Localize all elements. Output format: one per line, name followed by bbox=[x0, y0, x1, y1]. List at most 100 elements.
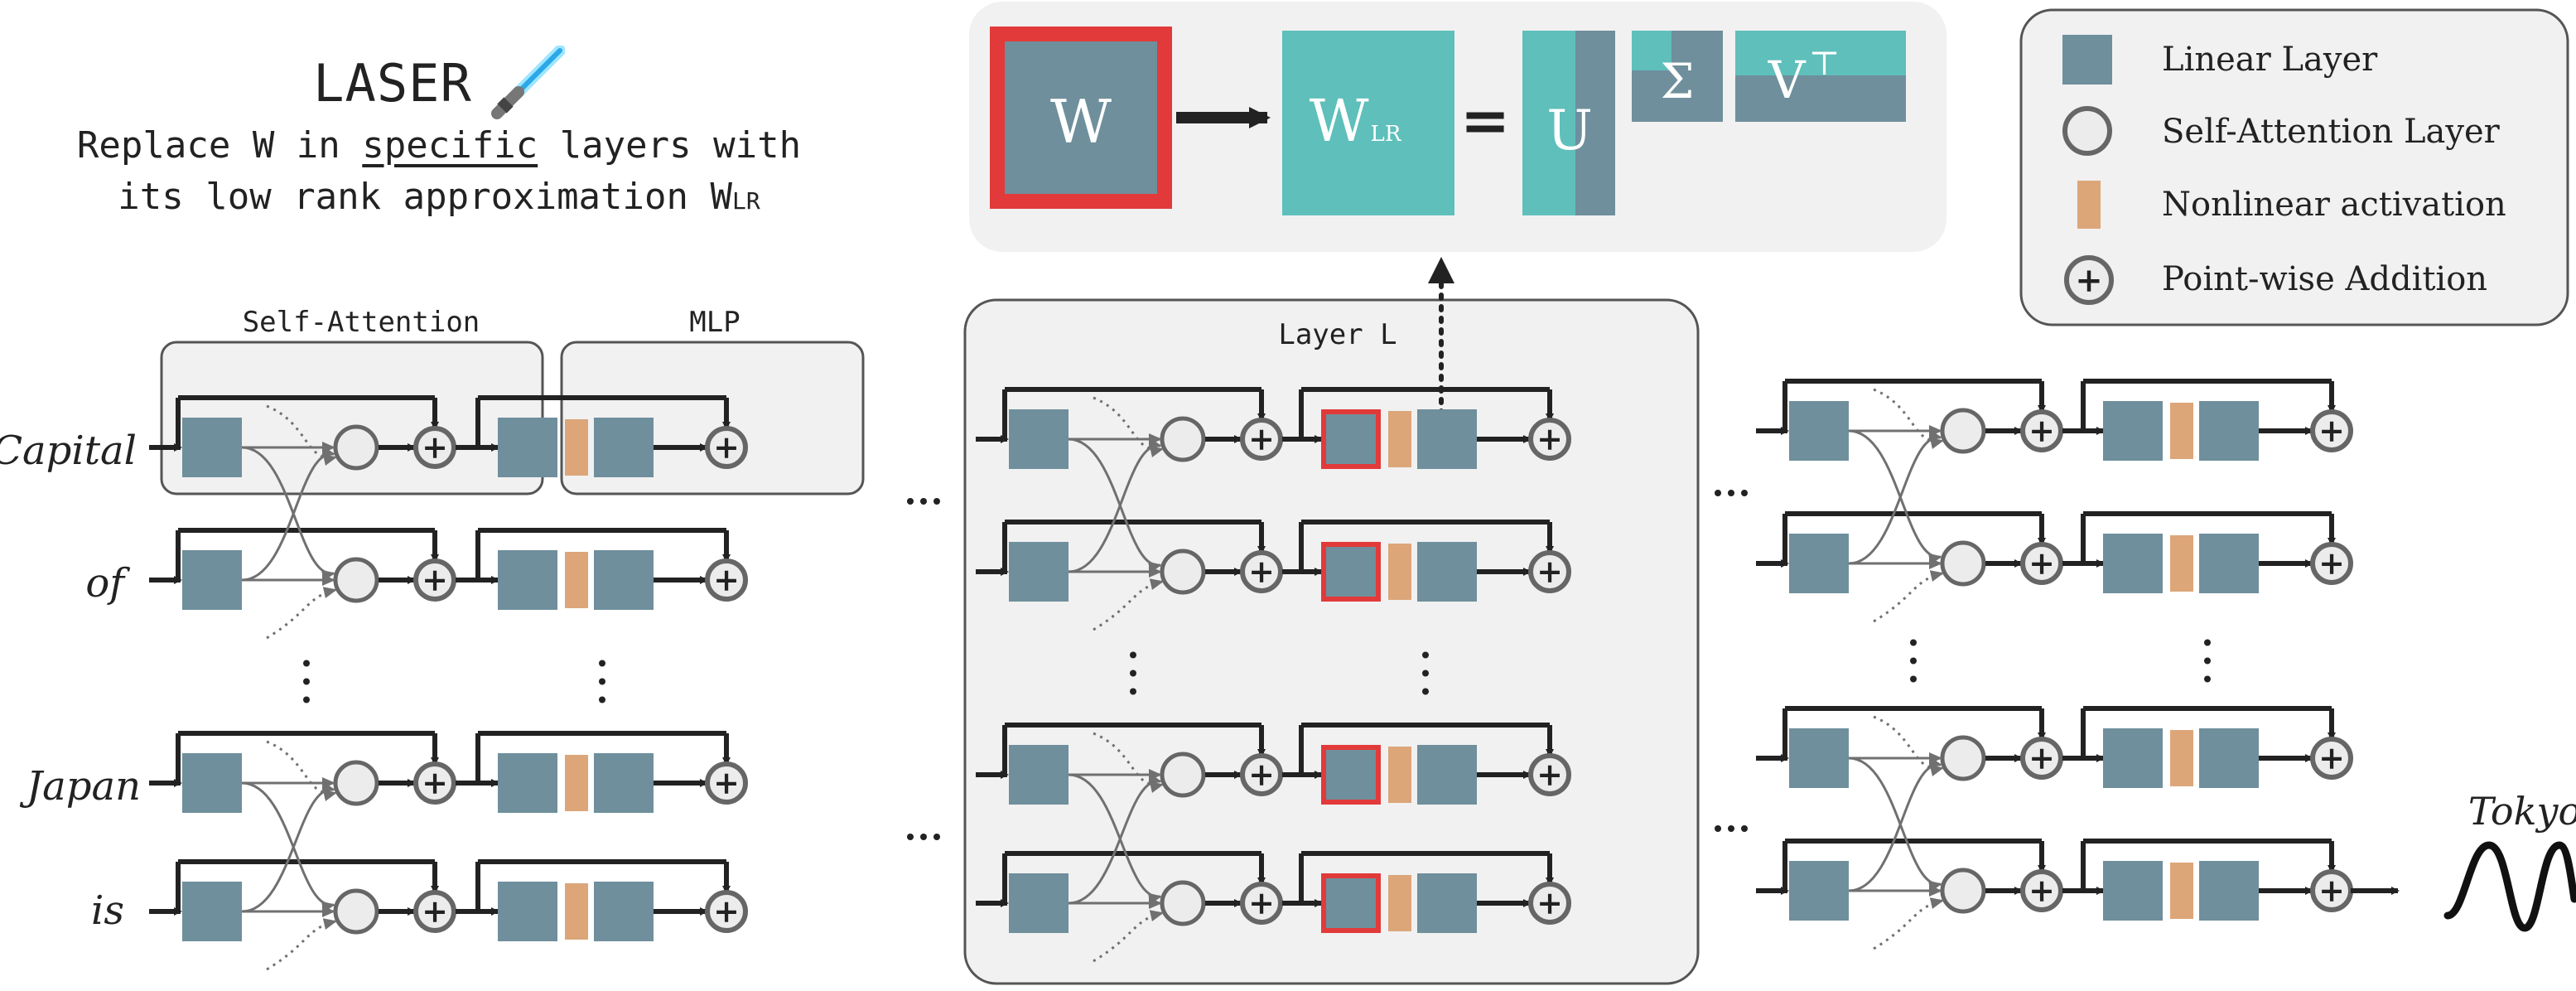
wlr-matrix bbox=[1282, 31, 1454, 215]
pointwise-addition-plus: + bbox=[713, 428, 740, 466]
dotted-arrow-head bbox=[1428, 257, 1454, 283]
linear-layer bbox=[1326, 878, 1376, 928]
linear-layer bbox=[2199, 728, 2259, 788]
horizontal-ellipsis-dot bbox=[1715, 825, 1721, 832]
linear-layer bbox=[1326, 547, 1376, 597]
title-block: LASER Replace W in specific layers with … bbox=[17, 46, 861, 227]
linear-layer bbox=[1009, 542, 1069, 602]
attention-residual-add bbox=[413, 890, 456, 933]
attention-connection bbox=[1848, 429, 1942, 565]
self-attention-node bbox=[1940, 735, 1986, 781]
description-text: Replace W in bbox=[76, 124, 363, 167]
vt-label: V⊤ bbox=[1768, 45, 1840, 110]
attention-residual-add bbox=[413, 426, 456, 469]
description-line-2: its low rank approximation WLR bbox=[17, 172, 861, 227]
pointwise-addition-plus: + bbox=[2028, 872, 2055, 909]
layer-l-label: Layer L bbox=[1278, 318, 1397, 351]
pointwise-addition-plus: + bbox=[713, 561, 740, 598]
description-text: its low rank approximation W bbox=[118, 176, 732, 218]
nonlinear-activation bbox=[2170, 535, 2193, 592]
vt-matrix-top bbox=[1735, 31, 1906, 75]
vertical-ellipsis-dot bbox=[1422, 670, 1429, 677]
attention-residual-add bbox=[2020, 409, 2063, 452]
horizontal-ellipsis-dot bbox=[1715, 490, 1721, 496]
linear-layer bbox=[594, 550, 654, 610]
pointwise-addition-icon bbox=[2064, 255, 2114, 305]
pointwise-addition-plus: + bbox=[2318, 544, 2345, 582]
pointwise-addition-plus: + bbox=[2028, 544, 2055, 582]
vertical-ellipsis-dot bbox=[2204, 639, 2211, 646]
mlp-residual-add bbox=[1528, 550, 1571, 593]
linear-layer bbox=[594, 882, 654, 941]
sigma-label: Σ bbox=[1660, 53, 1694, 109]
pointwise-addition-plus: + bbox=[2028, 739, 2055, 776]
w-matrix bbox=[1005, 41, 1157, 194]
linear-layer bbox=[1326, 750, 1376, 800]
nonlinear-activation bbox=[1388, 747, 1411, 803]
mlp-residual-add bbox=[705, 761, 748, 805]
nonlinear-activation bbox=[1388, 544, 1411, 600]
self-attention-node bbox=[333, 760, 379, 806]
mlp-residual-add bbox=[705, 558, 748, 602]
linear-layer bbox=[594, 753, 654, 813]
self-attention-node bbox=[1940, 408, 1986, 454]
self-attention-node bbox=[1160, 549, 1206, 595]
nonlinear-activation bbox=[2170, 403, 2193, 459]
attention-residual-add bbox=[2020, 737, 2063, 780]
linear-layer bbox=[498, 882, 557, 941]
nonlinear-activation bbox=[2170, 863, 2193, 919]
u-matrix-label: U bbox=[1546, 99, 1593, 162]
linear-layer bbox=[1417, 873, 1477, 933]
vertical-ellipsis-dot bbox=[1910, 657, 1917, 665]
linear-layer bbox=[182, 550, 242, 610]
legend-label-addition: Point-wise Addition bbox=[2162, 260, 2487, 298]
vertical-ellipsis-dot bbox=[303, 678, 310, 685]
nonlinear-activation bbox=[565, 883, 588, 940]
linear-layer bbox=[182, 418, 242, 477]
vertical-ellipsis-dot bbox=[1910, 675, 1917, 683]
attention-residual-add bbox=[1240, 882, 1283, 925]
pointwise-addition-plus: + bbox=[2318, 412, 2345, 449]
description-text: layers with bbox=[538, 124, 802, 167]
vertical-ellipsis-dot bbox=[1130, 688, 1136, 695]
attention-connection bbox=[241, 781, 335, 913]
vertical-ellipsis-dot bbox=[599, 660, 605, 667]
horizontal-ellipsis-dot bbox=[933, 834, 940, 840]
laser-title: LASER bbox=[313, 52, 472, 114]
nonlinear-activation-icon bbox=[2077, 181, 2101, 229]
transformer-network: ++++++++++++++++++++++++ bbox=[149, 379, 2400, 971]
pointwise-addition-plus: + bbox=[1248, 756, 1275, 793]
self-attention-node bbox=[1160, 416, 1206, 462]
linear-layer bbox=[2103, 401, 2163, 461]
vertical-ellipsis-dot bbox=[303, 660, 310, 667]
attention-residual-add bbox=[1240, 550, 1283, 593]
linear-layer bbox=[2199, 861, 2259, 921]
vertical-ellipsis-dot bbox=[599, 696, 605, 703]
linear-layer bbox=[1417, 409, 1477, 469]
linear-layer bbox=[182, 753, 242, 813]
vertical-ellipsis-dot bbox=[2204, 657, 2211, 665]
equals-sign: = bbox=[1460, 85, 1510, 155]
pointwise-addition-plus: + bbox=[1248, 420, 1275, 457]
mlp-residual-add bbox=[1528, 753, 1571, 796]
vertical-ellipsis-dot bbox=[1910, 639, 1917, 646]
pointwise-addition-plus: + bbox=[1536, 420, 1563, 457]
svd-decomposition-panel: W WLR = U Σ V⊤ bbox=[969, 2, 1946, 252]
legend: Linear Layer Self-Attention Layer Nonlin… bbox=[2019, 8, 2569, 326]
linear-layer bbox=[498, 418, 557, 477]
layer-l-panel bbox=[963, 298, 1700, 985]
linear-layer bbox=[182, 882, 242, 941]
token-capital: Capital bbox=[0, 428, 137, 474]
linear-layer bbox=[2103, 861, 2163, 921]
horizontal-ellipsis-dot bbox=[1728, 490, 1734, 496]
attention-connection bbox=[1848, 757, 1942, 892]
pointwise-addition-plus: + bbox=[422, 561, 448, 598]
mlp-block-label: MLP bbox=[689, 306, 740, 339]
attention-residual-add bbox=[2020, 869, 2063, 912]
self-attention-node bbox=[1160, 752, 1206, 798]
pointwise-addition-plus: + bbox=[2318, 872, 2345, 909]
nonlinear-activation bbox=[2170, 730, 2193, 786]
attention-connection bbox=[241, 446, 335, 582]
attention-connection-dotted bbox=[266, 918, 337, 971]
attention-connection bbox=[1068, 437, 1162, 573]
